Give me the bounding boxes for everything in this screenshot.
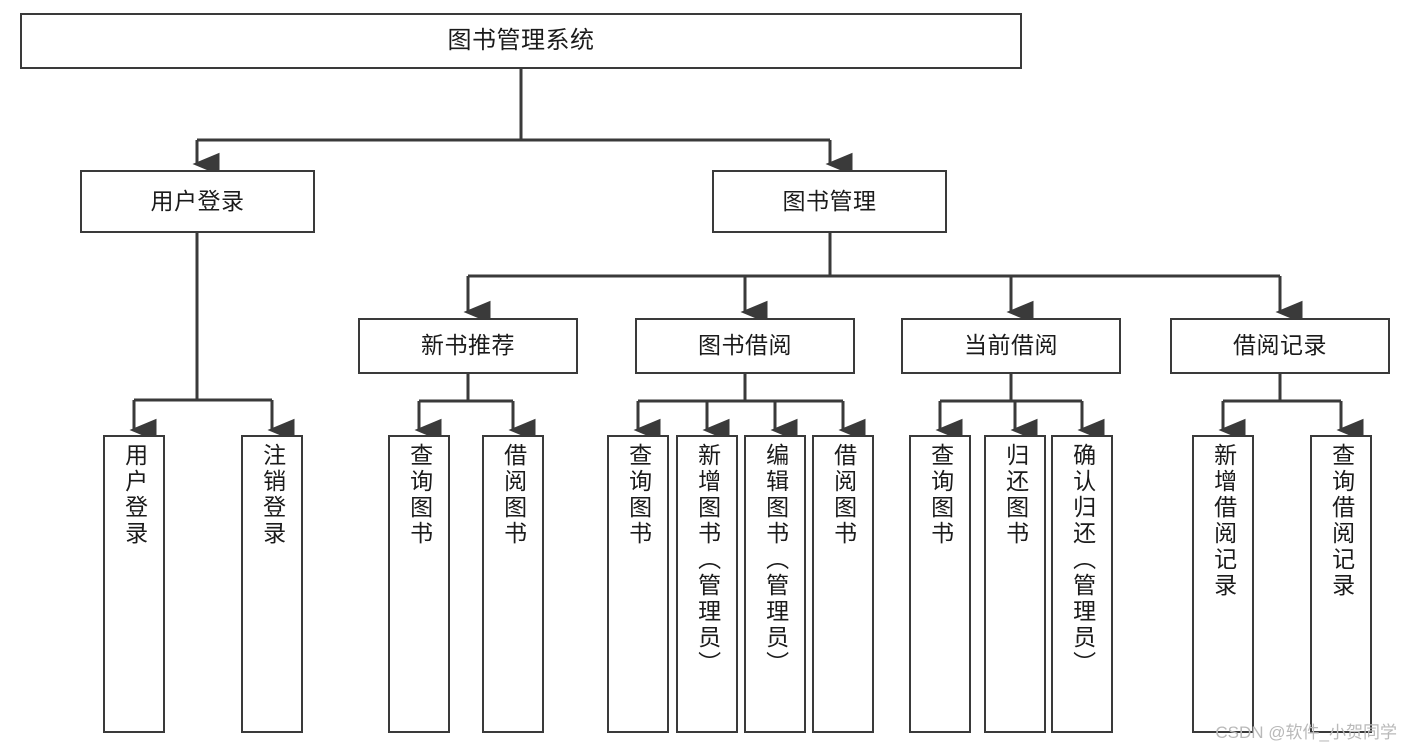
node-root-label: 图书管理系统 — [447, 26, 595, 54]
node-borrow-record[interactable]: 借阅记录 — [1170, 318, 1390, 374]
node-current-borrow[interactable]: 当前借阅 — [901, 318, 1121, 374]
node-new-book-recommend[interactable]: 新书推荐 — [358, 318, 578, 374]
leaf-record-add-record[interactable]: 新增借阅记录 — [1192, 435, 1254, 733]
node-book-borrow-label: 图书借阅 — [698, 332, 792, 359]
leaf-recommend-borrow-book-label: 借阅图书 — [500, 443, 527, 547]
leaf-borrow-add-book-label: 新增图书（管理员） — [694, 443, 721, 677]
leaf-borrow-edit-book[interactable]: 编辑图书（管理员） — [744, 435, 806, 733]
leaf-user-login-login[interactable]: 用户登录 — [103, 435, 165, 733]
node-book-management-label: 图书管理 — [782, 187, 877, 214]
leaf-user-login-logout-label: 注销登录 — [259, 443, 286, 547]
leaf-recommend-query-book[interactable]: 查询图书 — [388, 435, 450, 733]
leaf-borrow-borrow-book-label: 借阅图书 — [830, 443, 857, 547]
leaf-record-add-record-label: 新增借阅记录 — [1210, 443, 1237, 599]
leaf-recommend-borrow-book[interactable]: 借阅图书 — [482, 435, 544, 733]
node-new-book-recommend-label: 新书推荐 — [421, 332, 515, 359]
node-borrow-record-label: 借阅记录 — [1233, 332, 1327, 359]
leaf-borrow-query-book-label: 查询图书 — [625, 443, 652, 547]
node-book-management[interactable]: 图书管理 — [712, 170, 947, 233]
leaf-user-login-login-label: 用户登录 — [121, 443, 148, 547]
leaf-borrow-edit-book-label: 编辑图书（管理员） — [762, 443, 789, 677]
leaf-current-query-book[interactable]: 查询图书 — [909, 435, 971, 733]
leaf-user-login-logout[interactable]: 注销登录 — [241, 435, 303, 733]
leaf-current-query-book-label: 查询图书 — [927, 443, 954, 547]
leaf-borrow-add-book[interactable]: 新增图书（管理员） — [676, 435, 738, 733]
leaf-current-confirm-return-label: 确认归还（管理员） — [1069, 443, 1096, 677]
node-user-login-label: 用户登录 — [150, 187, 245, 214]
leaf-record-query-record-label: 查询借阅记录 — [1328, 443, 1355, 599]
node-root[interactable]: 图书管理系统 — [20, 13, 1022, 69]
leaf-current-return-book[interactable]: 归还图书 — [984, 435, 1046, 733]
leaf-borrow-borrow-book[interactable]: 借阅图书 — [812, 435, 874, 733]
node-user-login[interactable]: 用户登录 — [80, 170, 315, 233]
node-current-borrow-label: 当前借阅 — [964, 332, 1058, 359]
leaf-record-query-record[interactable]: 查询借阅记录 — [1310, 435, 1372, 733]
leaf-current-confirm-return[interactable]: 确认归还（管理员） — [1051, 435, 1113, 733]
node-book-borrow[interactable]: 图书借阅 — [635, 318, 855, 374]
leaf-recommend-query-book-label: 查询图书 — [406, 443, 433, 547]
leaf-current-return-book-label: 归还图书 — [1002, 443, 1029, 547]
leaf-borrow-query-book[interactable]: 查询图书 — [607, 435, 669, 733]
watermark-text: CSDN @软件_小贺同学 — [1215, 723, 1397, 742]
